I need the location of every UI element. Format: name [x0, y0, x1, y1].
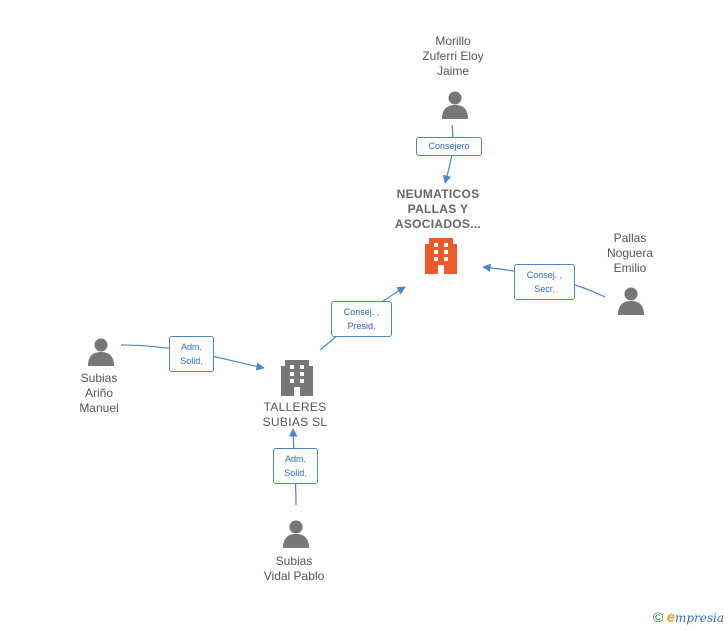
edge-label-line: Solid.	[180, 356, 203, 366]
node-label-line: Subias	[80, 371, 118, 385]
edge-label-adm-solid[interactable]: Adm. Solid.	[273, 448, 318, 484]
node-label-line: SUBIAS SL	[262, 415, 328, 429]
empresia-logo[interactable]: © empresia	[653, 609, 724, 626]
node-label-neumaticos: NEUMATICOS PALLAS Y ASOCIADOS...	[378, 187, 498, 232]
edge-label-consej-presid[interactable]: Consej. , Presid.	[331, 301, 392, 337]
node-label-line: Subias	[275, 554, 313, 568]
person-icon[interactable]	[616, 285, 646, 315]
node-label-line: ASOCIADOS...	[394, 217, 482, 231]
node-label-line: NEUMATICOS	[396, 187, 480, 201]
edge-line-morillo-neumaticos	[442, 124, 454, 184]
node-label-line: Manuel	[79, 401, 119, 415]
edge-label-consej-secr[interactable]: Consej. , Secr.	[514, 264, 575, 300]
node-label-subias-vidal: Subias Vidal Pablo	[244, 554, 344, 584]
node-label-pallas: Pallas Noguera Emilio	[580, 231, 680, 276]
person-icon[interactable]	[281, 518, 311, 548]
brand-name: mpresia	[674, 611, 724, 625]
node-label-line: Vidal Pablo	[263, 569, 325, 583]
edge-label-consejero[interactable]: Consejero	[416, 137, 482, 156]
node-label-line: Ariño	[84, 386, 113, 400]
node-label-line: PALLAS Y	[407, 202, 469, 216]
node-label-line: Emilio	[613, 261, 647, 275]
person-icon[interactable]	[440, 89, 470, 119]
edge-label-adm-solid[interactable]: Adm. Solid.	[169, 336, 214, 372]
node-label-line: Jaime	[436, 64, 469, 78]
edge-label-line: Consejero	[428, 141, 470, 151]
node-label-line: Morillo	[435, 34, 471, 48]
person-icon[interactable]	[86, 336, 116, 366]
copyright-icon: ©	[652, 609, 664, 625]
building-icon[interactable]	[425, 238, 457, 274]
node-label-line: Noguera	[606, 246, 654, 260]
node-label-line: TALLERES	[263, 400, 327, 414]
node-label-line: Pallas	[613, 231, 647, 245]
brand-initial: e	[666, 609, 675, 626]
edge-label-line: Solid.	[284, 468, 307, 478]
edge-label-line: Presid.	[347, 321, 376, 331]
edge-label-line: Consej. ,	[343, 307, 380, 317]
edge-label-line: Consej. ,	[526, 270, 563, 280]
node-label-line: Zuferri Eloy	[422, 49, 484, 63]
node-label-talleres: TALLERES SUBIAS SL	[235, 400, 355, 430]
node-label-subias-arino: Subias Ariño Manuel	[49, 371, 149, 416]
edge-label-line: Adm.	[284, 454, 306, 464]
node-label-morillo: Morillo Zuferri Eloy Jaime	[393, 34, 513, 79]
edge-label-line: Adm.	[180, 342, 202, 352]
building-icon[interactable]	[281, 360, 313, 396]
edge-label-line: Secr.	[534, 284, 555, 294]
